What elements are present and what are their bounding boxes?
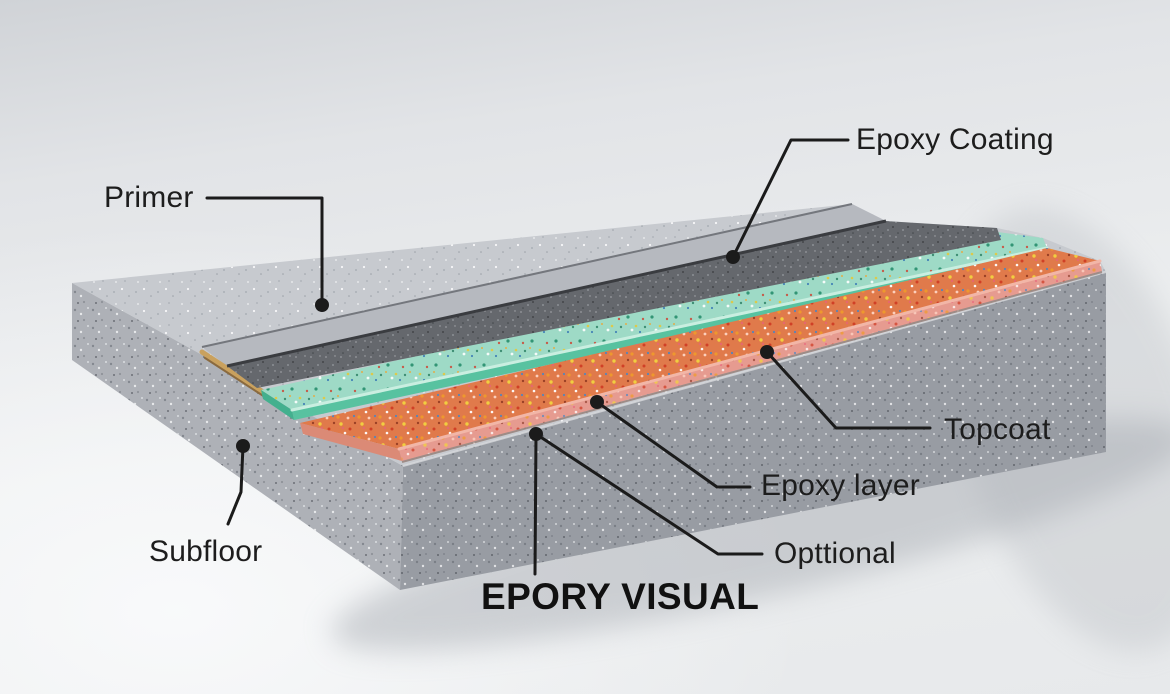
leader-line-subfloor bbox=[226, 444, 245, 526]
leader-line-topcoat bbox=[765, 350, 932, 430]
primer-layer bbox=[202, 204, 886, 366]
leader-dot-topcoat bbox=[760, 345, 774, 359]
label-primer: Primer bbox=[104, 181, 194, 214]
label-topcoat: Topcoat bbox=[944, 413, 1051, 446]
subfloor-top-edge-line bbox=[402, 271, 1107, 467]
leader-dot-epoxy-layer bbox=[590, 395, 604, 409]
leader-line-primer bbox=[205, 196, 324, 307]
epoxy-layer-top-texture bbox=[300, 248, 1100, 449]
leader-line-epoxy-coating bbox=[731, 138, 850, 259]
topcoat-layer-end bbox=[261, 390, 294, 420]
leader-line-epoxy-layer bbox=[595, 400, 752, 489]
primer-seam-tan bbox=[199, 349, 269, 397]
topcoat-rim-highlight bbox=[290, 246, 1049, 412]
epoxy-layer-end bbox=[300, 423, 402, 461]
primer-back-edge bbox=[201, 203, 853, 348]
label-epoxy-coating: Epoxy Coating bbox=[856, 123, 1054, 156]
topcoat-layer-front bbox=[292, 248, 1050, 420]
leader-dot-optional bbox=[529, 427, 543, 441]
topcoat-layer-texture bbox=[261, 231, 1047, 410]
primer-seam-dark bbox=[204, 357, 269, 400]
leader-line-optional bbox=[534, 432, 764, 556]
label-optional: Opttional bbox=[774, 537, 896, 570]
epoxy-coating-back-edge bbox=[226, 219, 887, 368]
epoxy-layer-under-shadow bbox=[401, 271, 1103, 463]
epoxy-coating-texture bbox=[227, 221, 1001, 388]
leader-dot-subfloor bbox=[236, 439, 250, 453]
leader-line-title bbox=[533, 432, 538, 576]
subfloor-left-texture bbox=[72, 283, 403, 590]
leader-dot-epoxy-coating bbox=[726, 250, 740, 264]
epoxy-layer-front-texture bbox=[399, 261, 1102, 461]
epoxy-layer-rim-highlight bbox=[397, 259, 1102, 451]
label-subfloor: Subfloor bbox=[149, 535, 263, 568]
leader-dot-primer bbox=[315, 298, 329, 312]
label-epoxy-layer: Epoxy layer bbox=[761, 469, 920, 502]
diagram-title: EPORY VISUAL bbox=[481, 576, 760, 617]
subfloor-front-texture bbox=[400, 272, 1106, 590]
